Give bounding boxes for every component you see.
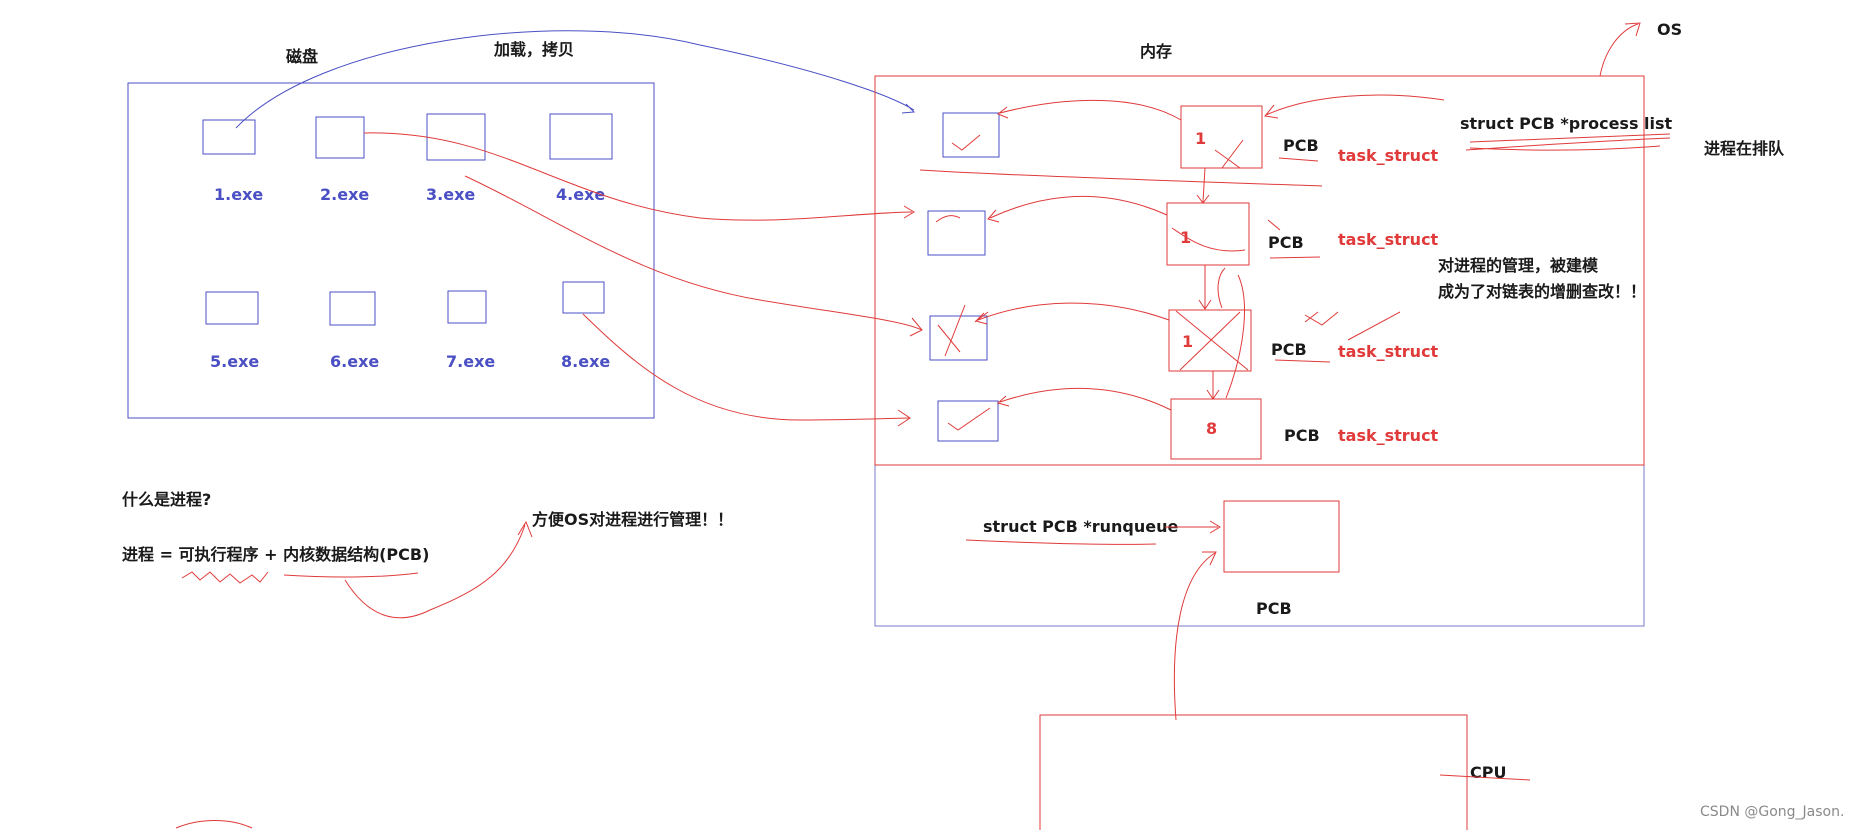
check-mark xyxy=(935,215,961,223)
os-arrow xyxy=(1599,22,1641,77)
formula-note: 方便OS对进程进行管理！！ xyxy=(532,510,733,529)
pcb-label: PCB xyxy=(1271,340,1307,359)
os-label: OS xyxy=(1657,20,1682,39)
pcb-node xyxy=(1166,202,1250,266)
memory-box xyxy=(874,75,1645,627)
pcb-node xyxy=(1168,309,1252,372)
delete-scribble xyxy=(1214,139,1244,169)
formula-text: 进程 = 可执行程序 + 内核数据结构(PCB) xyxy=(122,545,429,564)
list-link-arrow xyxy=(1196,167,1210,204)
pcb-label: PCB xyxy=(1284,426,1320,445)
pcb-number: 1 xyxy=(1195,129,1206,148)
exe-file-box xyxy=(315,116,365,159)
pcb-number: 1 xyxy=(1180,228,1191,247)
exe-label: 1.exe xyxy=(214,185,263,204)
runqueue-label: struct PCB *runqueue xyxy=(983,517,1179,536)
pcb-scribble xyxy=(1304,311,1401,341)
task-struct-label: task_struct xyxy=(1338,426,1439,445)
list-link-arrow xyxy=(1217,267,1245,399)
exe-label: 5.exe xyxy=(210,352,259,371)
task-struct-label: task_struct xyxy=(1338,342,1439,361)
task-struct-label: task_struct xyxy=(1338,146,1439,165)
cpu-label: CPU xyxy=(1470,763,1506,782)
exe-label: 3.exe xyxy=(426,185,475,204)
queue-note: 进程在排队 xyxy=(1704,139,1785,158)
exe-file-box xyxy=(202,119,256,155)
pcb-underline xyxy=(1267,157,1339,363)
process-list-label: struct PCB *process list xyxy=(1460,114,1673,133)
pcb-node xyxy=(1180,105,1263,169)
exe-file-box xyxy=(549,113,613,160)
disk-title: 磁盘 xyxy=(286,47,318,66)
pcb-to-code-arrow xyxy=(997,99,1182,121)
pcb-number: 8 xyxy=(1206,419,1217,438)
load-copy-label: 加载，拷贝 xyxy=(493,40,574,59)
runqueue-arrow xyxy=(1165,520,1221,534)
load-arrow xyxy=(235,30,915,129)
pcb-to-code-arrow xyxy=(975,302,1170,325)
cpu-to-runqueue-arrow xyxy=(1173,551,1217,721)
runqueue-underline xyxy=(965,539,1157,545)
memory-program-box xyxy=(937,400,999,442)
exe-file-box xyxy=(447,290,487,324)
exe-label: 8.exe xyxy=(561,352,610,371)
runqueue-pcb-box xyxy=(1223,500,1340,573)
cpu-box xyxy=(1039,714,1468,830)
load-path xyxy=(363,132,913,221)
pcb-label: PCB xyxy=(1283,136,1319,155)
pcb-to-code-arrow xyxy=(996,387,1172,411)
check-mark xyxy=(947,407,991,431)
pcb-label: PCB xyxy=(1268,233,1304,252)
list-head-arrow xyxy=(1264,94,1445,119)
memory-program-box xyxy=(927,210,986,256)
delete-scribble xyxy=(1171,227,1246,252)
load-path xyxy=(464,175,923,331)
exe-label: 6.exe xyxy=(330,352,379,371)
management-note-line2: 成为了对链表的增删查改！！ xyxy=(1438,282,1646,301)
exe-label: 2.exe xyxy=(320,185,369,204)
memory-program-box xyxy=(942,112,1000,158)
watermark: CSDN @Gong_Jason. xyxy=(1700,804,1844,820)
check-mark xyxy=(937,304,989,357)
exe-label: 4.exe xyxy=(556,185,605,204)
bottom-scribble xyxy=(175,820,253,829)
question-text: 什么是进程? xyxy=(122,490,211,509)
load-arrowhead xyxy=(901,103,916,114)
queue-scribble xyxy=(1465,133,1671,151)
exe-label: 7.exe xyxy=(446,352,495,371)
exe-file-box xyxy=(205,291,259,325)
memory-program-box xyxy=(929,315,988,361)
process-list-region xyxy=(874,75,1645,466)
formula-note-arrow xyxy=(344,520,533,619)
disk-box xyxy=(127,82,655,419)
list-head-line xyxy=(919,169,1323,187)
check-mark xyxy=(951,134,981,151)
cpu-underline xyxy=(1439,774,1531,781)
memory-title: 内存 xyxy=(1140,42,1172,61)
management-note-line1: 对进程的管理，被建模 xyxy=(1438,256,1599,275)
pcb-to-code-arrow xyxy=(987,195,1168,223)
list-link-arrow xyxy=(1206,371,1220,400)
load-path xyxy=(582,313,911,421)
delete-scribble xyxy=(1175,310,1249,371)
exe-file-box xyxy=(562,281,605,314)
formula-underline xyxy=(181,571,419,584)
pcb-node xyxy=(1170,398,1262,460)
exe-file-box xyxy=(426,113,486,161)
list-link-arrow xyxy=(1198,265,1212,310)
pcb-number: 1 xyxy=(1182,332,1193,351)
exe-file-box xyxy=(329,291,376,326)
load-path xyxy=(897,205,923,427)
task-struct-label: task_struct xyxy=(1338,230,1439,249)
runqueue-pcb-label: PCB xyxy=(1256,599,1292,618)
